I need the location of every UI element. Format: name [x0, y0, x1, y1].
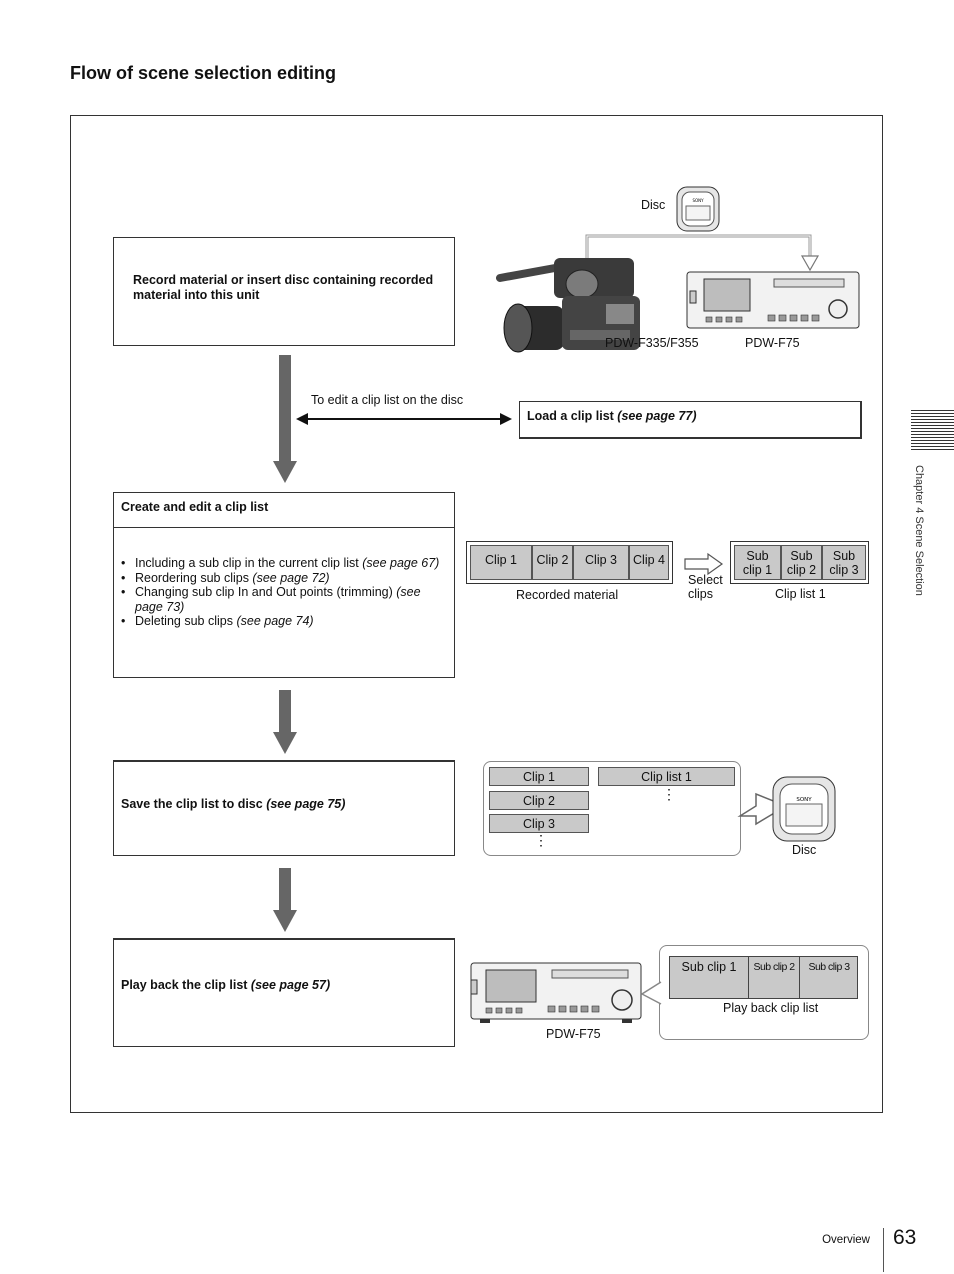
- save-clip-cell: Clip 2: [489, 791, 589, 810]
- load-clip-list-text: Load a clip list (see page 77): [527, 409, 697, 423]
- subclip-line: Sub: [832, 549, 856, 563]
- step-record-box: Record material or insert disc containin…: [113, 237, 455, 346]
- save-cliplist-dots: ⋮: [662, 786, 676, 802]
- playback-panel: Sub clip 1 Sub clip 2 Sub clip 3 Play ba…: [659, 945, 869, 1040]
- select-label-line: clips: [688, 587, 714, 601]
- subclip-line: clip 1: [742, 563, 773, 577]
- page-title: Flow of scene selection editing: [70, 63, 337, 83]
- page-ref[interactable]: (see page 57): [250, 978, 331, 992]
- divider: [748, 957, 749, 998]
- chapter-tab-label: Chapter 4 Scene Selection: [913, 465, 925, 596]
- page-number: 63: [893, 1226, 917, 1249]
- select-clips-label: Select clips: [688, 573, 723, 601]
- step-record-text: Record material or insert disc containin…: [133, 273, 434, 302]
- down-arrow-2: [273, 690, 297, 754]
- strip-edge: [672, 542, 673, 583]
- step-create-bullets: Including a sub clip in the current clip…: [121, 556, 447, 629]
- select-label-line: Select: [688, 573, 723, 587]
- step-save-box: Save the clip list to disc (see page 75): [113, 760, 455, 856]
- footer-rule: [883, 1228, 884, 1272]
- chapter-tab-stripes: [911, 410, 954, 452]
- subclip-line: Sub: [790, 549, 813, 563]
- step-playback-box: Play back the clip list (see page 57): [113, 938, 455, 1047]
- recorded-material-strip: Clip 1 Clip 2 Clip 3 Clip 4: [466, 541, 673, 584]
- disc-icon: SONY: [676, 186, 720, 232]
- diagram-frame: [70, 115, 883, 1113]
- page-ref[interactable]: (see page 72): [252, 570, 330, 585]
- page-ref[interactable]: (see page 74): [236, 614, 314, 628]
- clip-list-1-label: Clip list 1: [775, 587, 826, 601]
- deck-label-1: PDW-F75: [745, 336, 800, 350]
- save-panel: Clip 1 Clip 2 Clip 3 ⋮ Clip list 1 ⋮: [483, 761, 741, 856]
- select-arrow: [684, 552, 724, 576]
- clip-cell: Clip 4: [629, 545, 669, 580]
- save-cliplist-cell: Clip list 1: [598, 767, 735, 786]
- down-arrow-1: [273, 355, 297, 483]
- subclip-line: Sub: [746, 549, 769, 563]
- bullet-item: Reordering sub clips (see page 72): [121, 571, 447, 586]
- clip-cell: Clip 3: [573, 545, 629, 580]
- playback-subclip: Sub clip 1: [681, 960, 737, 974]
- disc-logo-text: SONY: [692, 198, 704, 203]
- save-clip-cell: Clip 1: [489, 767, 589, 786]
- load-clip-list-ref[interactable]: (see page 77): [617, 409, 697, 423]
- bullet-item: Changing sub clip In and Out points (tri…: [121, 585, 447, 614]
- disc-label-1: Disc: [641, 198, 666, 212]
- playback-clip-list: Sub clip 1 Sub clip 2 Sub clip 3: [669, 956, 858, 999]
- playback-subclip: Sub clip 3: [808, 961, 850, 973]
- step-create-divider: [114, 527, 454, 528]
- subclip-line: clip 3: [829, 563, 859, 577]
- step-create-heading: Create and edit a clip list: [121, 500, 269, 514]
- clip-cell: Clip 2: [532, 545, 573, 580]
- divider: [799, 957, 800, 998]
- bullet-item: Deleting sub clips (see page 74): [121, 614, 447, 629]
- step-save-text: Save the clip list to disc (see page 75): [121, 797, 346, 811]
- playback-label: Play back clip list: [723, 1001, 819, 1015]
- deck-icon-1: [686, 271, 860, 329]
- disc-icon-2: SONY: [772, 776, 836, 842]
- load-clip-list-box: Load a clip list (see page 77): [519, 401, 862, 439]
- step-create-box: Create and edit a clip list Including a …: [113, 492, 455, 678]
- footer-section: Overview: [822, 1234, 870, 1246]
- playback-subclip: Sub clip 2: [753, 961, 795, 973]
- page-ref[interactable]: (see page 75): [266, 797, 346, 811]
- strip-edge: [466, 542, 467, 583]
- recorded-material-label: Recorded material: [516, 588, 619, 602]
- camera-label: PDW-F335/F355: [605, 336, 699, 350]
- step-playback-text: Play back the clip list (see page 57): [121, 978, 331, 992]
- save-clip-cell: Clip 3: [489, 814, 589, 833]
- page-ref[interactable]: (see page 73): [135, 585, 421, 614]
- disc-label-2: Disc: [792, 843, 817, 857]
- clip-cell: Clip 1: [470, 545, 532, 580]
- deck-label-2: PDW-F75: [546, 1027, 601, 1041]
- disc2-logo-text: SONY: [796, 797, 812, 803]
- subclip-line: clip 2: [786, 563, 817, 577]
- page-ref[interactable]: (see page 67): [362, 556, 440, 570]
- playback-pointer: [640, 981, 662, 1005]
- disc-connector: [585, 234, 820, 272]
- camcorder-icon: [496, 258, 640, 353]
- down-arrow-3: [273, 868, 297, 932]
- bullet-item: Including a sub clip in the current clip…: [121, 556, 447, 571]
- save-clip-dots: ⋮: [534, 832, 548, 848]
- branch-label: To edit a clip list on the disc: [311, 393, 464, 407]
- deck-icon-2: [470, 962, 642, 1023]
- branch-double-arrow: [296, 413, 512, 425]
